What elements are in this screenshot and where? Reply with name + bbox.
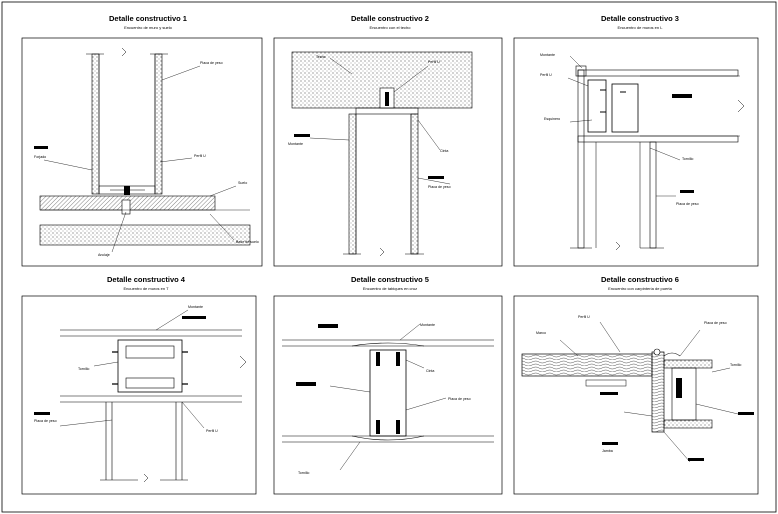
detail-panel-5: Detalle constructivo 5 Encuentro de tabi… (273, 275, 503, 495)
panel-1-title: Detalle constructivo 1 (109, 14, 187, 23)
panel-6-note-2: Perfil U (578, 315, 590, 319)
panel-2-title: Detalle constructivo 2 (351, 14, 429, 23)
panel-6-note-4: Tornillo (730, 363, 741, 367)
panel-3-title: Detalle constructivo 3 (601, 14, 679, 23)
panel-1-note-6: Forjado (34, 155, 46, 159)
panel-5-title: Detalle constructivo 5 (351, 275, 429, 284)
panel-2-subtitle: Encuentro con el techo (370, 25, 412, 30)
panel-6-note-3: Placa de yeso (704, 321, 727, 325)
panel-2-note-1: Techo (316, 55, 326, 59)
panel-6-title: Detalle constructivo 6 (601, 275, 679, 284)
detail-panel-3: Detalle constructivo 3 Encuentro de muro… (513, 14, 759, 267)
panel-3-note-4: Esquinero (544, 117, 560, 121)
panel-4-subtitle: Encuentro de muros en T (123, 286, 169, 291)
panel-5-note-4: Cinta (426, 369, 434, 373)
panel-2-frame (273, 37, 503, 267)
panel-5-frame (273, 295, 503, 495)
detail-panel-1: Detalle constructivo 1 Encuentro de muro… (21, 14, 263, 267)
panel-4-note-1: Montante (188, 305, 203, 309)
detail-panel-4: Detalle constructivo 4 Encuentro de muro… (21, 275, 257, 495)
panel-3-note-2: Perfil U (540, 73, 552, 77)
panel-4-note-3: Placa de yeso (34, 419, 57, 423)
panel-1-frame (21, 37, 263, 267)
panel-1-subtitle: Encuentro de muro y suelo (124, 25, 173, 30)
panel-6-note-1: Marco (536, 331, 546, 335)
panel-3-subtitle: Encuentro de muros en L (618, 25, 664, 30)
detail-panel-6: Detalle constructivo 6 Encuentro con car… (513, 275, 759, 495)
panel-4-note-2: Perfil U (206, 429, 218, 433)
panel-1-note-5: Anclaje (98, 253, 110, 257)
panel-1-note-1: Placa de yeso (200, 61, 223, 65)
panel-5-note-2: Placa de yeso (448, 397, 471, 401)
panel-5-subtitle: Encuentro de tabiques en cruz (363, 286, 417, 291)
panel-5-note-3: Tornillo (298, 471, 309, 475)
panel-2-note-3: Placa de yeso (428, 185, 451, 189)
detail-panel-2: Detalle constructivo 2 Encuentro con el … (273, 14, 503, 267)
panel-1-note-4: Base de suelo (236, 240, 259, 244)
panel-2-note-4: Montante (288, 142, 303, 146)
panel-4-note-4: Tornillo (78, 367, 89, 371)
panel-2-note-5: Cinta (440, 149, 448, 153)
panel-4-frame (21, 295, 257, 495)
panel-5-note-1: Montante (420, 323, 435, 327)
panel-4-title: Detalle constructivo 4 (107, 275, 186, 284)
panel-3-note-3: Placa de yeso (676, 202, 699, 206)
panel-1-note-2: Perfil U (194, 154, 206, 158)
panel-2-note-2: Perfil U (428, 60, 440, 64)
panel-6-frame (513, 295, 759, 495)
panel-6-note-5: Jamba (602, 449, 613, 453)
panel-6-subtitle: Encuentro con carpintería de puerta (608, 286, 673, 291)
panel-3-note-1: Montante (540, 53, 555, 57)
panel-3-frame (513, 37, 759, 267)
panel-1-note-3: Suelo (238, 181, 247, 185)
panel-3-note-5: Tornillo (682, 157, 693, 161)
